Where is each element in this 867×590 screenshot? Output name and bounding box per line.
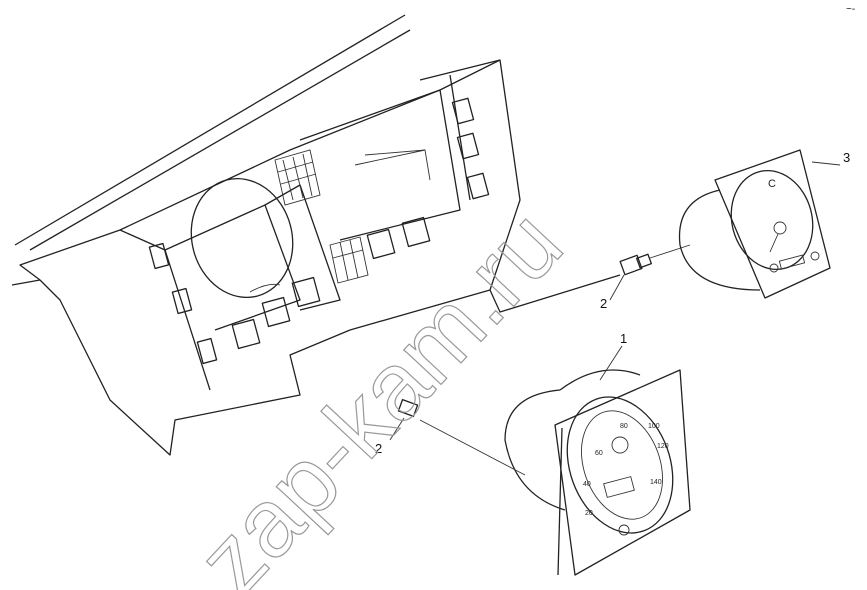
scale-40: 40 — [583, 481, 591, 488]
callout-3: 3 — [843, 150, 850, 165]
scale-60: 60 — [595, 450, 603, 457]
clock-mark: C — [768, 178, 776, 190]
callout-2-upper: 2 — [600, 296, 607, 311]
watermark: zap-kam.ru — [177, 190, 583, 590]
callout-2-lower: 2 — [375, 441, 382, 456]
corner-mark: ~- — [846, 4, 855, 15]
scale-20: 20 — [585, 510, 593, 517]
clock-gauge: C — [678, 149, 841, 299]
speedometer-gauge: 20 40 60 80 100 120 140 — [419, 369, 691, 576]
lamp-holder-lower — [389, 398, 419, 441]
lamp-holder-upper — [609, 244, 691, 301]
dashboard-panel — [11, 14, 621, 456]
scale-120: 120 — [657, 443, 669, 450]
scale-140: 140 — [650, 479, 662, 486]
scale-100: 100 — [648, 423, 660, 430]
callout-1: 1 — [620, 331, 627, 346]
scale-80: 80 — [620, 423, 628, 430]
